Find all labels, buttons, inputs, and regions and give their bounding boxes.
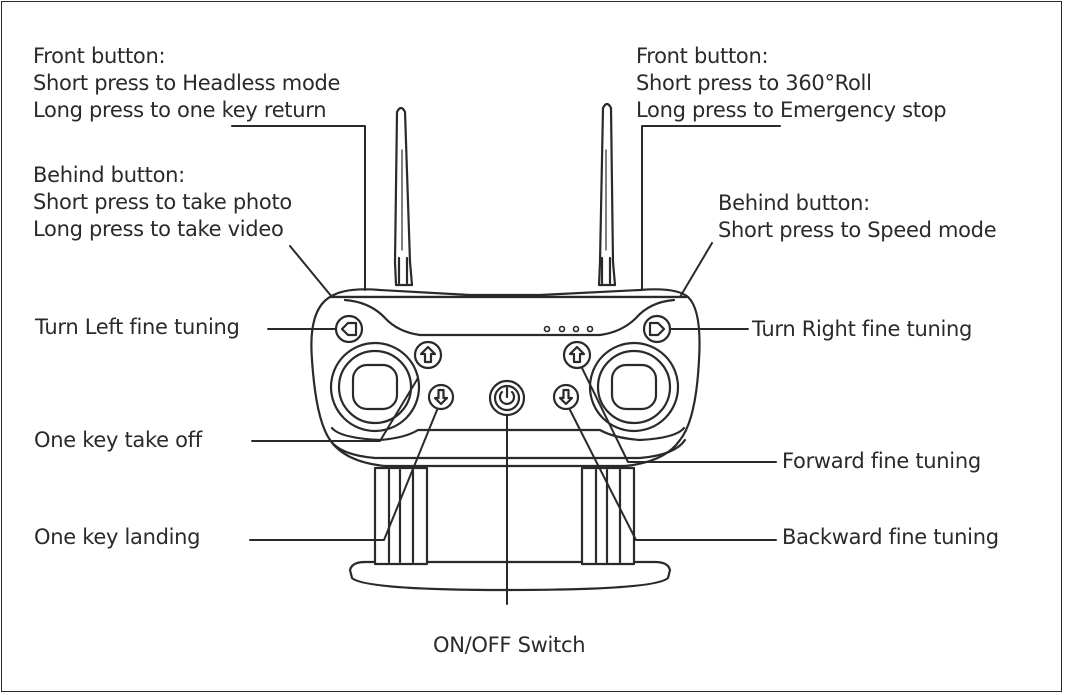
- leader-front-left: [231, 125, 366, 291]
- behind-right-label: Behind button: Short press to Speed mode: [718, 190, 997, 244]
- take-off-button-icon: [427, 383, 455, 411]
- front-right-label: Front button: Short press to 360°Roll Lo…: [636, 43, 947, 124]
- left-joystick-icon: [329, 341, 421, 433]
- landing-label: One key landing: [34, 525, 201, 549]
- backward-fine-tuning-button-icon: [552, 383, 580, 411]
- leader-behind-right: [679, 242, 713, 298]
- turn-left-label: Turn Left fine tuning: [35, 315, 240, 339]
- leader-backward: [569, 409, 777, 541]
- forward-fine-tuning-button-icon: [562, 340, 592, 370]
- leader-front-right: [641, 125, 781, 291]
- behind-left-line1: Short press to take photo: [33, 190, 292, 214]
- leader-lines: [231, 125, 781, 605]
- turn-right-label: Turn Right fine tuning: [752, 317, 973, 341]
- leader-behind-left: [289, 245, 333, 298]
- take-off-label: One key take off: [34, 428, 202, 452]
- forward-left-button-icon: [413, 340, 443, 370]
- leader-landing: [249, 409, 438, 541]
- backward-label: Backward fine tuning: [782, 525, 999, 549]
- right-antenna-icon: [597, 102, 617, 287]
- leader-take-off: [251, 377, 419, 442]
- behind-left-line2: Long press to take video: [33, 217, 284, 241]
- indicator-lights: [543, 325, 594, 333]
- front-left-label: Front button: Short press to Headless mo…: [33, 43, 340, 124]
- phone-stand: [348, 466, 672, 592]
- turn-left-button-icon: [334, 314, 364, 344]
- behind-right-title: Behind button:: [718, 191, 870, 215]
- left-antenna-icon: [393, 106, 414, 287]
- front-right-title: Front button:: [636, 44, 769, 68]
- behind-right-line1: Short press to Speed mode: [718, 218, 997, 242]
- turn-right-button-icon: [642, 314, 672, 344]
- right-joystick-icon: [588, 341, 680, 433]
- front-right-line2: Long press to Emergency stop: [636, 98, 947, 122]
- behind-left-title: Behind button:: [33, 163, 185, 187]
- front-left-title: Front button:: [33, 44, 166, 68]
- front-right-line1: Short press to 360°Roll: [636, 71, 872, 95]
- behind-left-label: Behind button: Short press to take photo…: [33, 162, 292, 243]
- leader-forward: [581, 367, 777, 463]
- power-label: ON/OFF Switch: [433, 633, 586, 657]
- forward-label: Forward fine tuning: [782, 449, 981, 473]
- front-left-line1: Short press to Headless mode: [33, 71, 341, 95]
- front-left-line2: Long press to one key return: [33, 98, 327, 122]
- power-button-icon: [488, 379, 526, 417]
